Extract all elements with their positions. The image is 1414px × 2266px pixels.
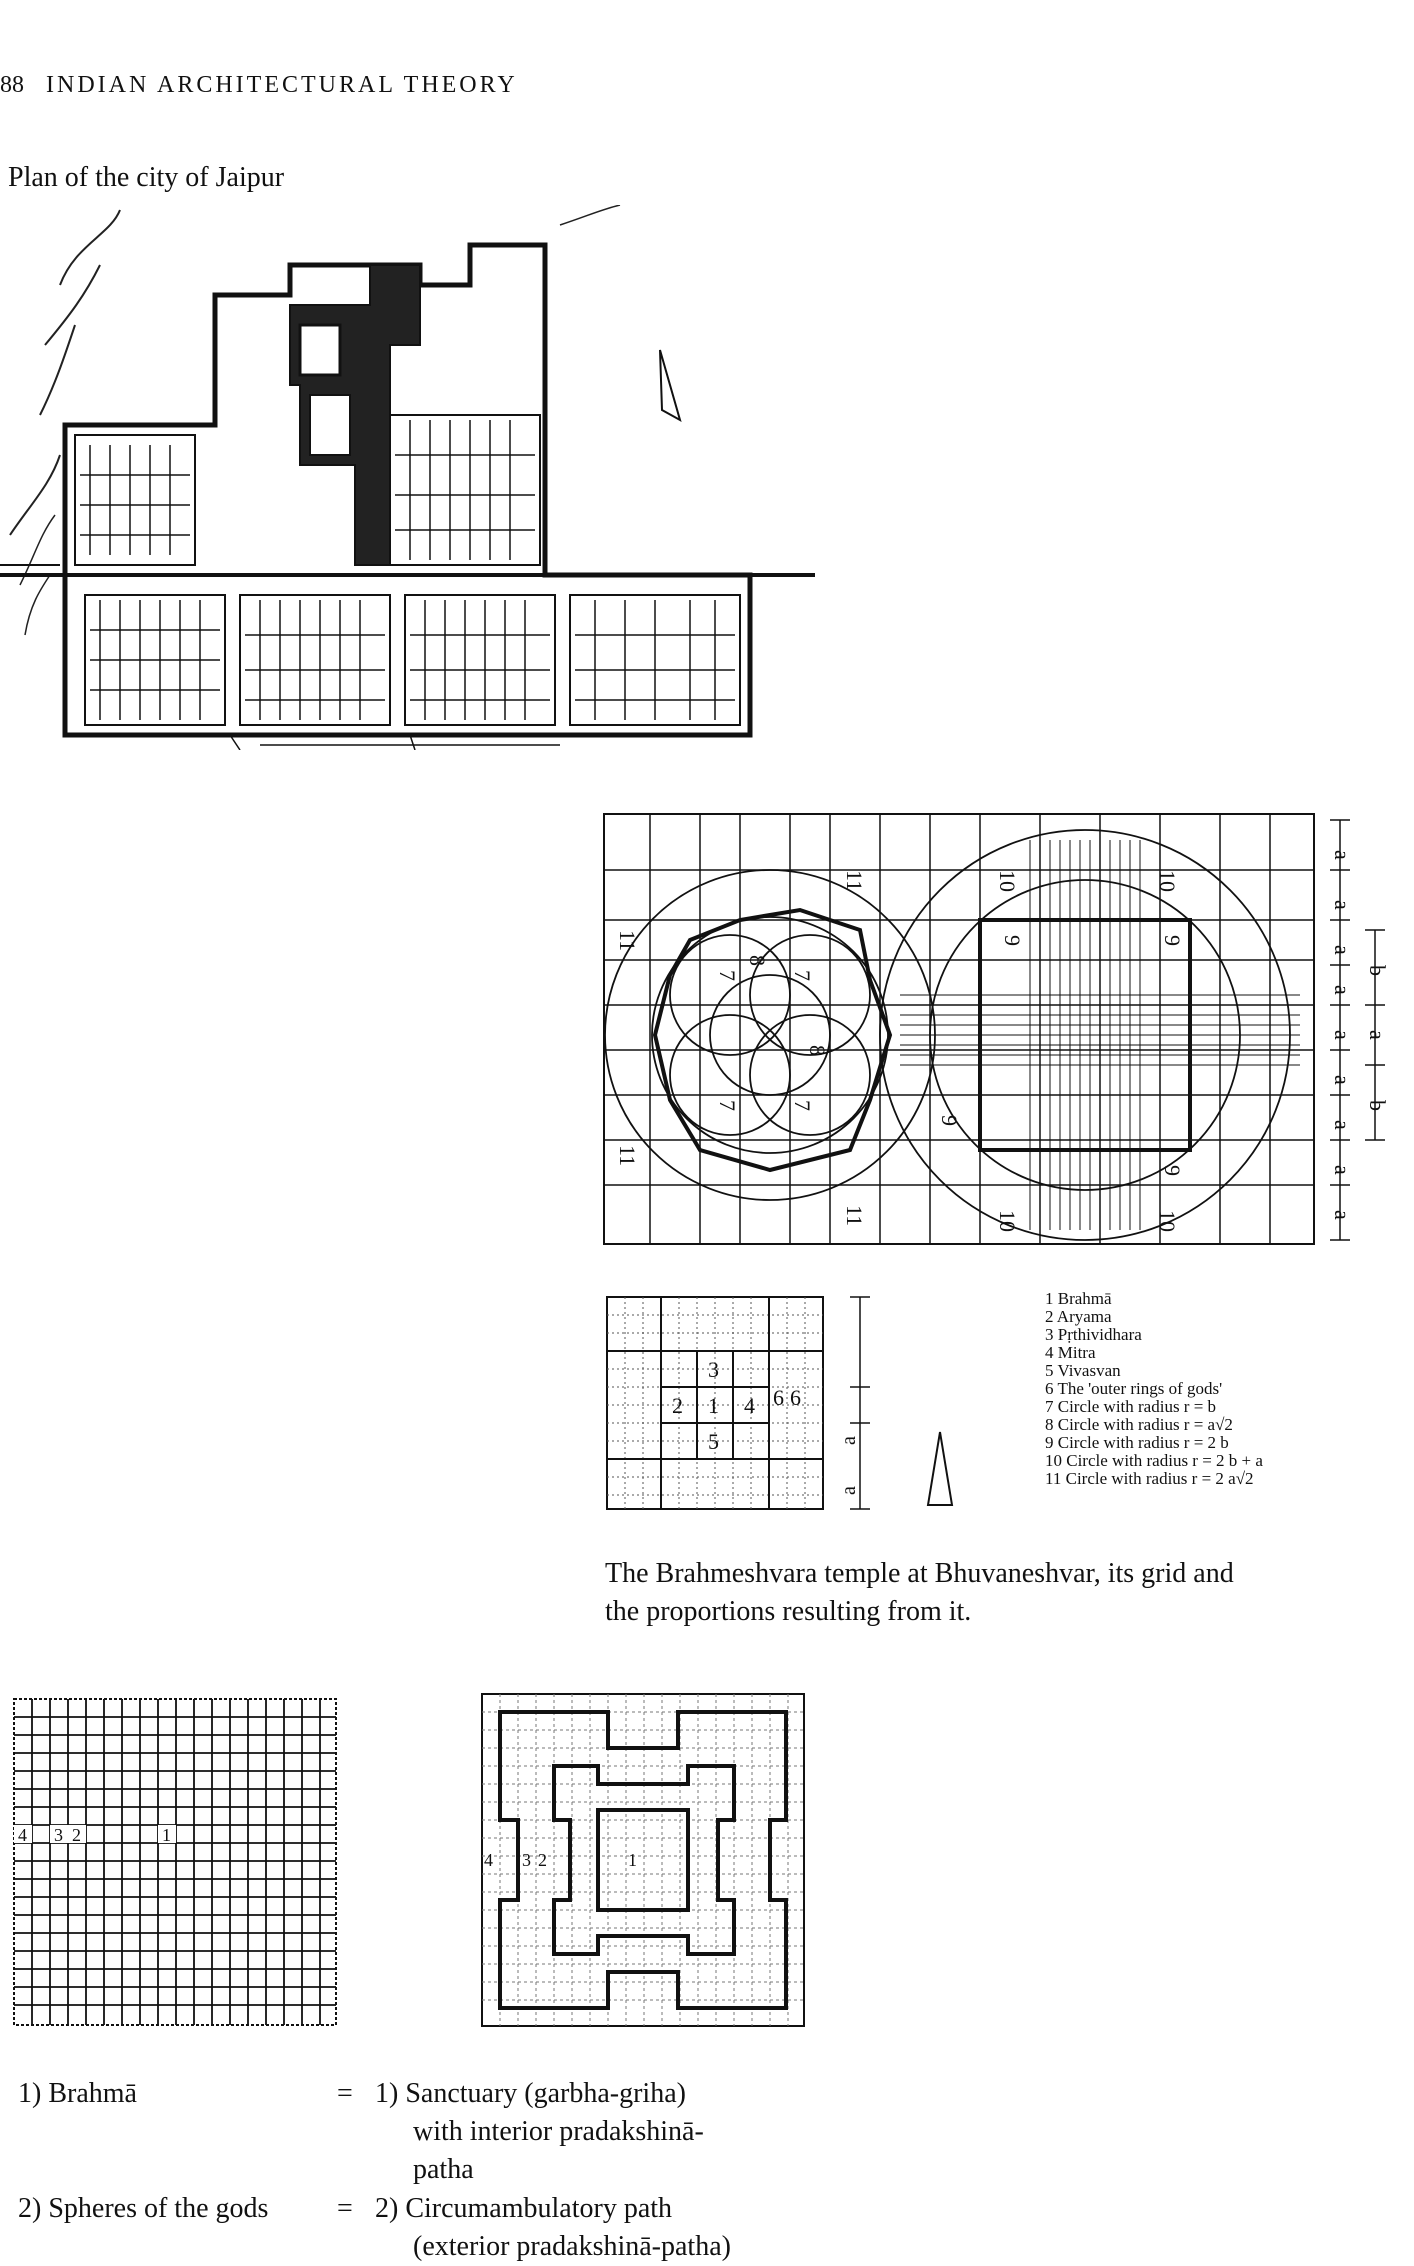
legend-item: 10 Circle with radius r = 2 b + a (1045, 1451, 1263, 1470)
svg-text:10: 10 (1155, 870, 1180, 892)
grid-label-2: 2 (672, 1393, 683, 1418)
svg-text:a: a (1330, 1075, 1355, 1085)
svg-text:7: 7 (790, 970, 815, 981)
legend-item: 9 Circle with radius r = 2 b (1045, 1433, 1229, 1452)
temple-caption: The Brahmeshvara temple at Bhuvaneshvar,… (605, 1555, 1405, 1631)
equivalence-2-sign: = (337, 2193, 353, 2224)
equivalence-2-left: 2) Spheres of the gods (18, 2193, 269, 2224)
right-grid-label-3: 3 (522, 1850, 531, 1870)
legend-item: 2 Aryama (1045, 1307, 1112, 1326)
equivalence-2-right: 2) Circumambulatory path (exterior prada… (375, 2193, 731, 2262)
grid-label-6b: 6 (790, 1385, 801, 1410)
legend-item: 4 Mitra (1045, 1343, 1096, 1362)
jaipur-caption: Plan of the city of Jaipur (8, 162, 285, 193)
equivalence-1-sign: = (337, 2078, 353, 2109)
svg-text:11: 11 (615, 1145, 640, 1166)
legend-item: 3 Pṛthividhara (1045, 1325, 1142, 1344)
svg-text:7: 7 (715, 1100, 740, 1111)
running-head: 88 INDIAN ARCHITECTURAL THEORY (0, 72, 518, 99)
grid-label-1: 1 (708, 1393, 719, 1418)
grid-label-3: 3 (708, 1357, 719, 1382)
left-grid-label-2: 2 (72, 1825, 81, 1845)
legend-item: 11 Circle with radius r = 2 a√2 (1045, 1469, 1254, 1488)
svg-text:11: 11 (615, 930, 640, 951)
right-grid-label-4: 4 (484, 1850, 493, 1870)
left-grid-label-4: 4 (18, 1825, 27, 1845)
svg-text:7: 7 (715, 970, 740, 981)
svg-text:8: 8 (805, 1045, 830, 1056)
svg-text:9: 9 (937, 1115, 962, 1126)
legend-item: 5 Vivasvan (1045, 1361, 1121, 1380)
temple-caption-line-2: the proportions resulting from it. (605, 1596, 972, 1627)
grid-label-5: 5 (708, 1429, 719, 1454)
svg-text:a: a (1330, 900, 1355, 910)
right-grid-label-1: 1 (628, 1850, 637, 1870)
dim-label-a: a (838, 1436, 860, 1445)
page-number: 88 (0, 72, 24, 98)
legend-item: 6 The 'outer rings of gods' (1045, 1379, 1223, 1398)
legend-item: 1 Brahmā (1045, 1289, 1112, 1308)
svg-text:a: a (1330, 850, 1355, 860)
svg-text:9: 9 (1000, 935, 1025, 946)
running-title: INDIAN ARCHITECTURAL THEORY (46, 72, 518, 98)
svg-text:9: 9 (1160, 935, 1185, 946)
brahmeshvara-temple-plan: 11 11 11 11 7 7 7 7 8 8 10 10 10 10 9 9 … (603, 813, 1390, 1245)
svg-text:a: a (1330, 1210, 1355, 1220)
svg-text:a: a (1330, 1120, 1355, 1130)
svg-text:8: 8 (745, 955, 770, 966)
temple-legend: 1 Brahmā 2 Aryama 3 Pṛthividhara 4 Mitra… (1045, 1290, 1263, 1488)
svg-text:11: 11 (842, 1205, 867, 1226)
equivalence-1-left: 1) Brahmā (18, 2078, 137, 2109)
svg-text:b: b (1365, 1100, 1390, 1111)
grid-label-4: 4 (744, 1393, 755, 1418)
temple-grid-right: 4 3 2 1 (481, 1693, 805, 2027)
svg-text:a: a (1365, 1030, 1390, 1040)
svg-text:a: a (838, 1486, 860, 1495)
grid-label-6a: 6 (773, 1385, 784, 1410)
svg-text:10: 10 (995, 870, 1020, 892)
svg-text:a: a (1330, 985, 1355, 995)
svg-text:a: a (1330, 1165, 1355, 1175)
temple-caption-line-1: The Brahmeshvara temple at Bhuvaneshvar,… (605, 1558, 1234, 1589)
small-grid-diagram: 1 2 3 4 5 6 6 a a (606, 1296, 870, 1510)
svg-text:a: a (1330, 1030, 1355, 1040)
svg-text:a: a (1330, 945, 1355, 955)
legend-item: 7 Circle with radius r = b (1045, 1397, 1217, 1416)
equivalence-1-right: 1) Sanctuary (garbha-griha) with interio… (375, 2078, 704, 2185)
svg-text:11: 11 (842, 870, 867, 891)
north-arrow-icon (926, 1431, 954, 1506)
svg-text:7: 7 (790, 1100, 815, 1111)
jaipur-city-plan (0, 205, 815, 750)
left-grid-label-1: 1 (162, 1825, 171, 1845)
legend-item: 8 Circle with radius r = a√2 (1045, 1415, 1233, 1434)
left-grid-label-3: 3 (54, 1825, 63, 1845)
right-grid-label-2: 2 (538, 1850, 547, 1870)
svg-text:10: 10 (1155, 1210, 1180, 1232)
svg-text:9: 9 (1160, 1165, 1185, 1176)
mandala-grid-left: 4 3 2 1 (13, 1698, 337, 2026)
svg-text:10: 10 (995, 1210, 1020, 1232)
svg-text:b: b (1365, 965, 1390, 976)
